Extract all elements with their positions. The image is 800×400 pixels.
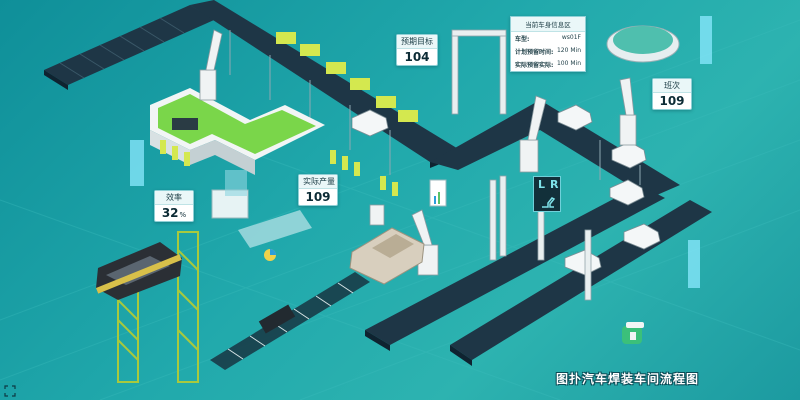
target-card: 预期目标 104 xyxy=(396,34,438,66)
robot-arm-icon xyxy=(199,29,637,276)
hanging-parts-racks xyxy=(160,32,418,196)
target-card-value: 104 xyxy=(404,50,430,64)
efficiency-card: 效率 32% xyxy=(154,190,194,222)
info-row-label: 实际预留实际: xyxy=(515,62,554,69)
rounds-label: 班次 xyxy=(653,79,691,93)
rounds-value: 109 xyxy=(659,94,685,108)
lr-station-badge[interactable]: L R xyxy=(533,176,561,212)
info-row-value: 100 Min xyxy=(556,60,581,67)
car-icon xyxy=(351,104,661,276)
efficiency-label: 效率 xyxy=(155,191,193,205)
current-car-info-card: 当前车身信息区 车型: ws01F 计划预留时间: 120 Min 实际预留实际… xyxy=(510,16,586,72)
info-row-value: 120 Min xyxy=(556,47,581,54)
actual-output-card: 实际产量 109 xyxy=(298,174,338,206)
expand-icon[interactable] xyxy=(4,385,16,397)
info-row-actual-time: 实际预留实际: 100 Min xyxy=(511,58,585,71)
light-columns xyxy=(130,16,712,288)
info-row-value: ws01F xyxy=(561,34,581,41)
efficiency-value-row: 32% xyxy=(155,205,193,221)
badge-right-letter: R xyxy=(550,178,559,191)
badge-left-letter: L xyxy=(538,178,546,191)
conveyor-top-left xyxy=(44,5,214,90)
efficiency-unit: % xyxy=(179,211,187,219)
actual-output-value: 109 xyxy=(305,190,331,204)
rounds-card: 班次 109 xyxy=(652,78,692,110)
conveyor-lower-1 xyxy=(365,185,665,351)
info-row-label: 车型: xyxy=(515,36,530,43)
tablet-icon xyxy=(211,170,447,261)
actual-output-label: 实际产量 xyxy=(299,175,337,189)
target-card-label: 预期目标 xyxy=(397,35,437,49)
gantry-frames xyxy=(451,29,592,301)
logo-icon xyxy=(622,322,644,344)
green-work-platform xyxy=(150,88,325,175)
floor-track xyxy=(210,272,370,370)
robot-arm-icon xyxy=(542,197,556,208)
beige-car xyxy=(349,227,425,285)
turntable xyxy=(606,25,680,63)
info-row-model: 车型: ws01F xyxy=(511,32,585,45)
info-row-planned-time: 计划预留时间: 120 Min xyxy=(511,45,585,58)
info-card-header: 当前车身信息区 xyxy=(511,17,585,32)
page-title: 图扑汽车焊装车间流程图 xyxy=(556,372,700,386)
dark-car xyxy=(96,242,182,300)
info-row-label: 计划预留时间: xyxy=(515,49,554,56)
efficiency-value: 32 xyxy=(161,206,179,220)
